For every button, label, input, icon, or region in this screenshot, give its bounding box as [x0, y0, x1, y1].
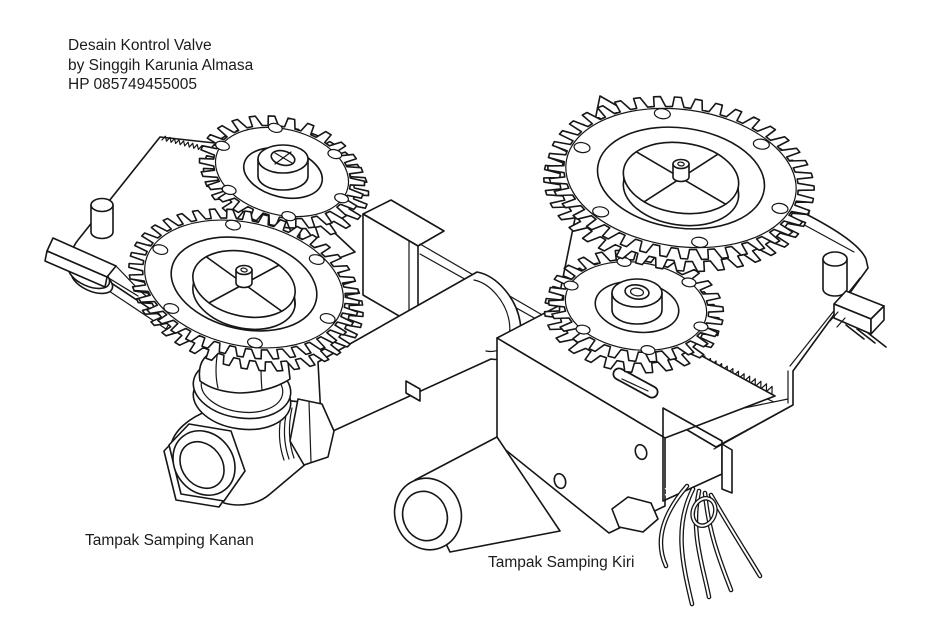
- bolt-hole: [771, 202, 789, 215]
- bolt-hole: [681, 277, 697, 288]
- gear-root-circle: [144, 219, 344, 349]
- bracket-bar-front: [44, 250, 108, 288]
- slot-inner-line: [621, 378, 649, 392]
- gear-root-circle: [565, 107, 797, 249]
- pinion-gear: [543, 249, 725, 374]
- bolt-hole: [221, 184, 237, 196]
- bolt-hole: [334, 193, 349, 204]
- title-line-3: HP 085749455005: [68, 76, 198, 93]
- motor-wires: [658, 483, 763, 607]
- centre-shaft-stub: [235, 264, 253, 289]
- front-hole-right: [634, 443, 648, 461]
- bolt-hole: [575, 324, 591, 335]
- bolt-hole: [163, 303, 180, 314]
- bolt-hole: [563, 280, 579, 291]
- bolt-hole: [281, 210, 297, 222]
- outlet-pipe: [317, 271, 522, 437]
- bracket-foot: [405, 380, 421, 402]
- inlet-opening-inner: [179, 440, 225, 490]
- left-side-view-label: Tampak Samping Kiri: [488, 554, 635, 571]
- thread-ribs: [278, 403, 305, 461]
- bolt-hole: [327, 148, 343, 160]
- union-hex: [289, 398, 335, 466]
- connector-pins: [845, 324, 887, 348]
- shaft-hole: [240, 267, 248, 273]
- bolt-hole: [319, 312, 336, 324]
- right-side-view-label: Tampak Samping Kanan: [85, 532, 254, 549]
- plate-peg: [822, 251, 848, 297]
- bolt-hole: [573, 141, 591, 154]
- shaft-hole: [677, 161, 685, 167]
- bolt-hole: [225, 219, 242, 231]
- hub-cylinder: [611, 278, 663, 325]
- bolt-hole: [693, 321, 709, 332]
- plate-peg: [90, 197, 114, 240]
- bolt-hole: [152, 244, 169, 256]
- bolt-hole: [246, 337, 263, 349]
- connector-side: [870, 305, 885, 335]
- centre-shaft-stub: [672, 158, 690, 183]
- bolt-hole: [267, 122, 283, 134]
- title-line-2: by Singgih Karunia Almasa: [68, 56, 254, 74]
- bolt-hole: [592, 206, 610, 218]
- gear-root-circle: [214, 126, 350, 218]
- connector-pin-stubs: [829, 311, 846, 328]
- bore-hole: [624, 284, 650, 300]
- pinion-gear: [198, 115, 370, 239]
- bolt-hole: [640, 345, 656, 356]
- title-block: Desain Kontrol Valve by Singgih Karunia …: [68, 36, 253, 95]
- drive-gear: [128, 208, 364, 372]
- plate-thickness-edges: [699, 215, 861, 450]
- bottom-hex-nut: [611, 496, 659, 533]
- title-line-1: Desain Kontrol Valve: [68, 37, 212, 54]
- bore-inner: [629, 287, 645, 297]
- bolt-hole: [215, 140, 230, 151]
- bolt-hole: [653, 108, 671, 120]
- pipe-opening-inner: [401, 490, 449, 542]
- drive-gear: [543, 95, 815, 273]
- bolt-hole: [691, 236, 709, 248]
- bolt-hole: [752, 138, 770, 150]
- front-hole-left: [553, 472, 567, 490]
- bolt-hole: [308, 254, 325, 265]
- right-side-view-drawing: [44, 115, 576, 508]
- solenoid-side-plate: [721, 443, 733, 494]
- rack-teeth: [687, 350, 773, 395]
- left-side-view-drawing: [393, 95, 887, 607]
